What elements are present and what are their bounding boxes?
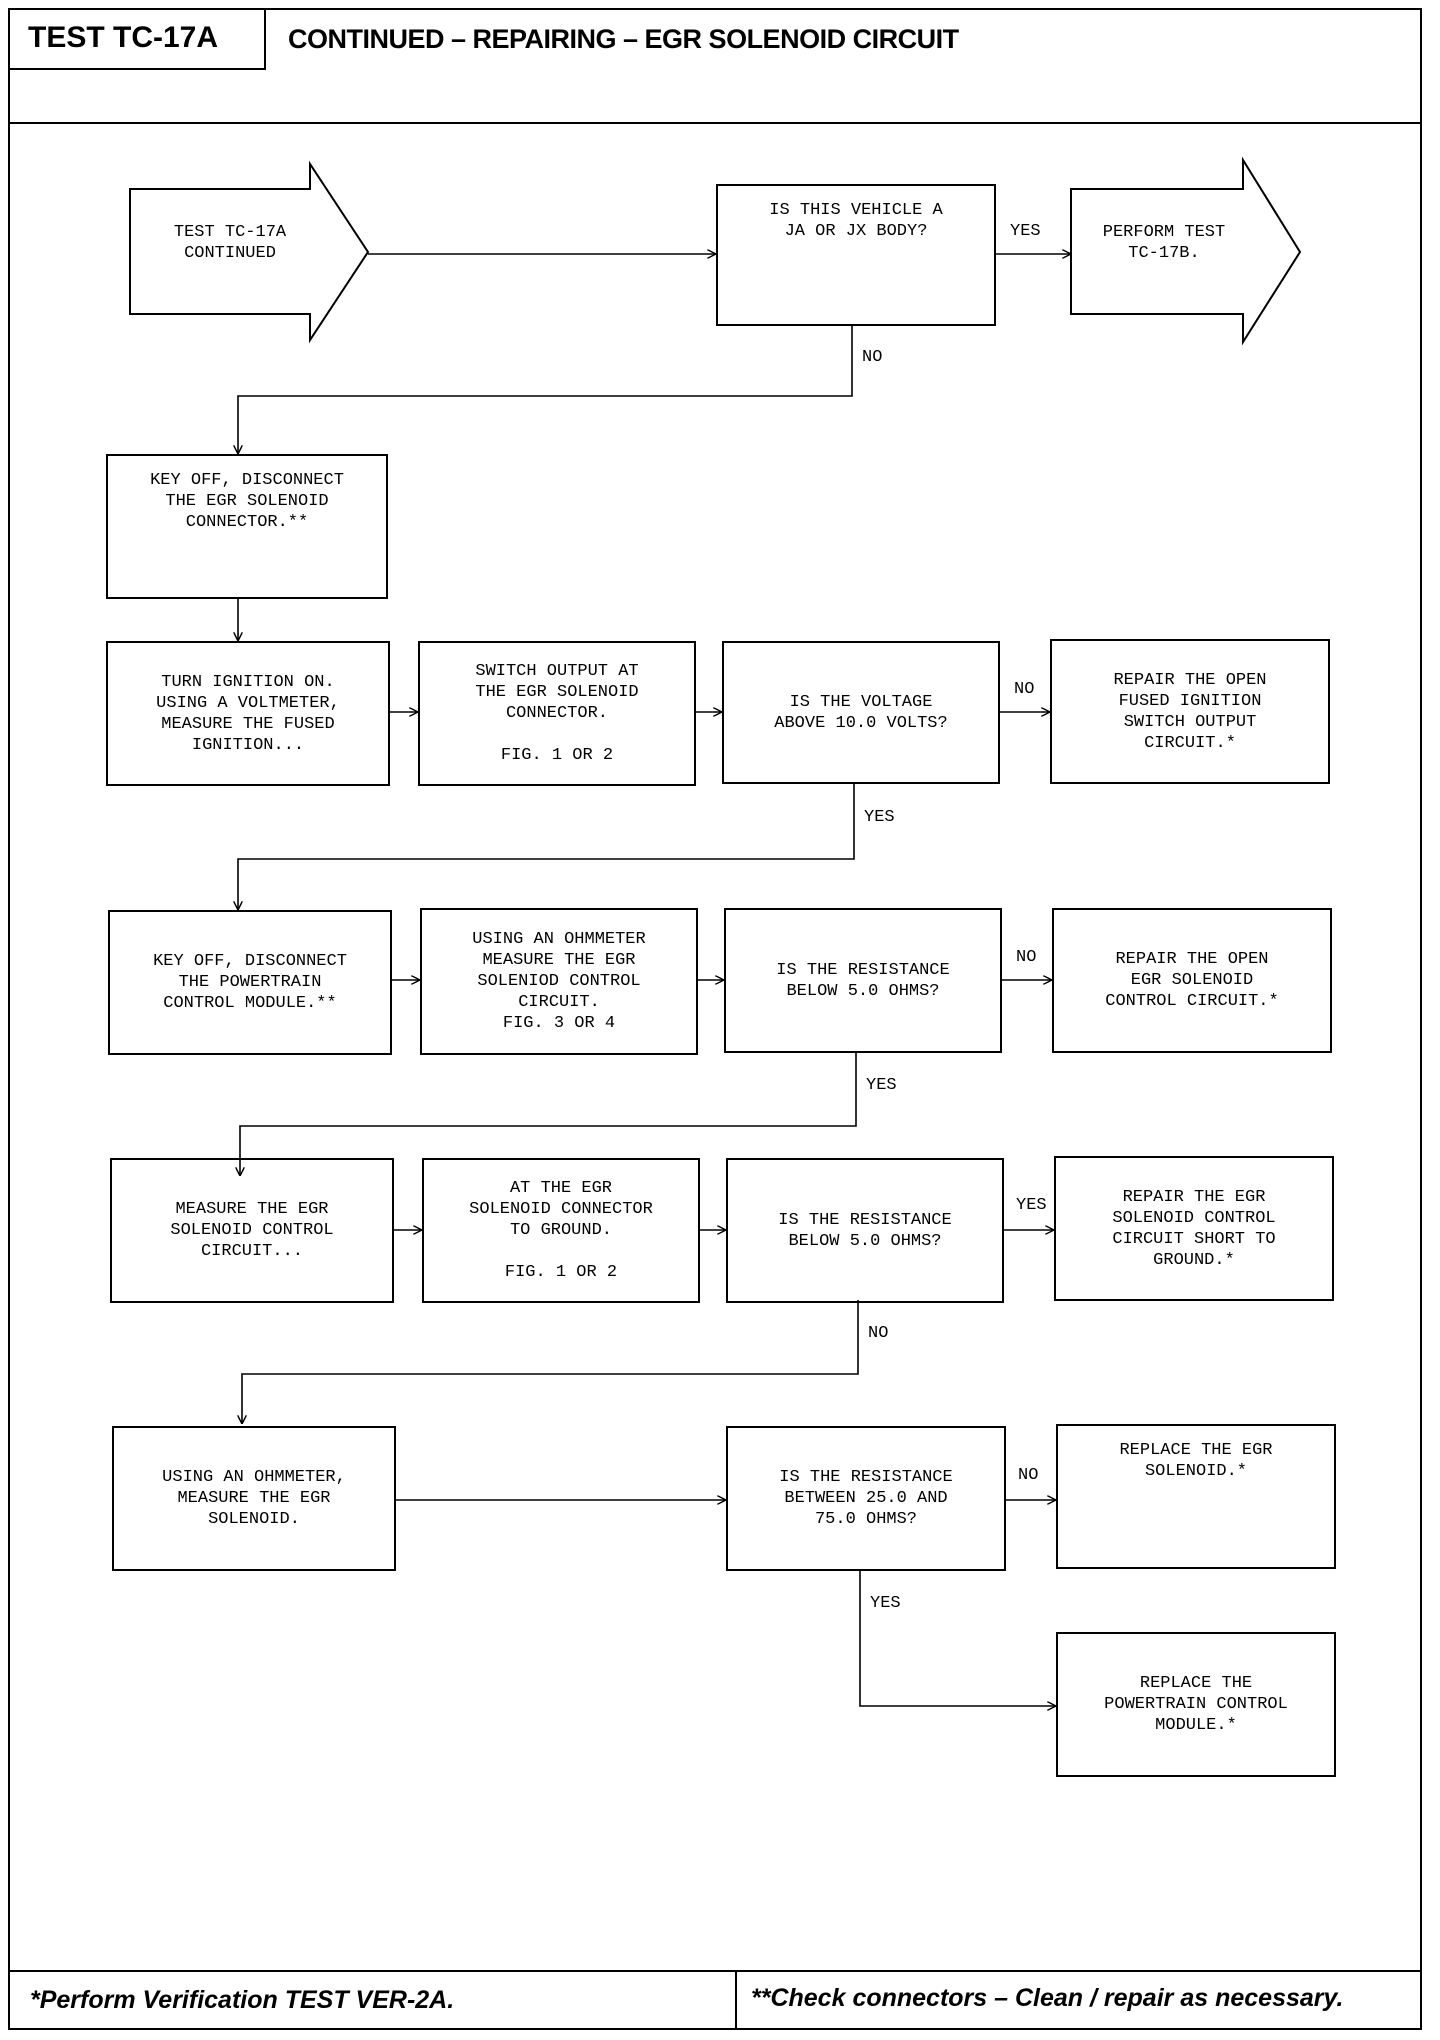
test-id: TEST TC-17A bbox=[10, 10, 266, 70]
header-divider bbox=[10, 122, 1420, 124]
repair-fused-ignition-circuit: REPAIR THE OPEN FUSED IGNITION SWITCH OU… bbox=[1050, 639, 1330, 784]
page-title: CONTINUED – REPAIRING – EGR SOLENOID CIR… bbox=[288, 24, 959, 54]
step-measure-control-circuit: MEASURE THE EGR SOLENOID CONTROL CIRCUIT… bbox=[110, 1158, 394, 1303]
label-no-res2: NO bbox=[868, 1324, 889, 1343]
step-disconnect-pcm: KEY OFF, DISCONNECT THE POWERTRAIN CONTR… bbox=[108, 910, 392, 1055]
step-switch-output: SWITCH OUTPUT AT THE EGR SOLENOID CONNEC… bbox=[418, 641, 696, 786]
label-no-res1: NO bbox=[1016, 948, 1037, 967]
footer-connector-note: **Check connectors – Clean / repair as n… bbox=[735, 1972, 1343, 2028]
repair-open-control-circuit: REPAIR THE OPEN EGR SOLENOID CONTROL CIR… bbox=[1052, 908, 1332, 1053]
decision-resistance-1: IS THE RESISTANCE BELOW 5.0 OHMS? bbox=[724, 908, 1002, 1053]
start-label: TEST TC-17A CONTINUED bbox=[173, 223, 287, 263]
step-ohmmeter-control-circuit: USING AN OHMMETER MEASURE THE EGR SOLENI… bbox=[420, 908, 698, 1055]
arrow-q-voltage-yes bbox=[238, 782, 855, 910]
start-block-arrow bbox=[129, 160, 370, 344]
label-yes-res1: YES bbox=[866, 1076, 897, 1095]
arrow-q-res2-no bbox=[242, 1300, 859, 1424]
arrow-q-body-no bbox=[238, 324, 853, 454]
label-yes-res2: YES bbox=[1016, 1196, 1047, 1215]
step-at-connector-to-ground: AT THE EGR SOLENOID CONNECTOR TO GROUND.… bbox=[422, 1158, 700, 1303]
footer-verification-note: *Perform Verification TEST VER-2A. bbox=[30, 1986, 455, 2014]
label-yes-range: YES bbox=[870, 1594, 901, 1613]
arrow-q-res1-yes bbox=[240, 1052, 857, 1176]
label-no-voltage: NO bbox=[1014, 680, 1035, 699]
decision-resistance-range: IS THE RESISTANCE BETWEEN 25.0 AND 75.0 … bbox=[726, 1426, 1006, 1571]
footer: *Perform Verification TEST VER-2A. **Che… bbox=[10, 1970, 1420, 2028]
decision-voltage: IS THE VOLTAGE ABOVE 10.0 VOLTS? bbox=[722, 641, 1000, 784]
page-frame: TEST TC-17A CONTINUED – REPAIRING – EGR … bbox=[8, 8, 1422, 2030]
perform-block-arrow bbox=[1070, 156, 1302, 346]
perform-test-17b: PERFORM TEST TC-17B. bbox=[1102, 223, 1226, 263]
arrow-q-range-yes bbox=[859, 1570, 1056, 1706]
decision-body-type: IS THIS VEHICLE A JA OR JX BODY? bbox=[716, 184, 996, 326]
flowchart: TEST TC-17A CONTINUED PERFORM TEST TC-17… bbox=[10, 124, 1420, 1972]
label-yes-voltage: YES bbox=[864, 808, 895, 827]
label-no-body: NO bbox=[862, 348, 883, 367]
step-disconnect-egr-connector: KEY OFF, DISCONNECT THE EGR SOLENOID CON… bbox=[106, 454, 388, 599]
label-no-range: NO bbox=[1018, 1466, 1039, 1485]
step-measure-solenoid: USING AN OHMMETER, MEASURE THE EGR SOLEN… bbox=[112, 1426, 396, 1571]
step-ignition-on: TURN IGNITION ON. USING A VOLTMETER, MEA… bbox=[106, 641, 390, 786]
repair-short-to-ground: REPAIR THE EGR SOLENOID CONTROL CIRCUIT … bbox=[1054, 1156, 1334, 1301]
decision-resistance-2: IS THE RESISTANCE BELOW 5.0 OHMS? bbox=[726, 1158, 1004, 1303]
label-yes-body: YES bbox=[1010, 222, 1041, 241]
replace-egr-solenoid: REPLACE THE EGR SOLENOID.* bbox=[1056, 1424, 1336, 1569]
replace-pcm: REPLACE THE POWERTRAIN CONTROL MODULE.* bbox=[1056, 1632, 1336, 1777]
flowchart-connectors bbox=[129, 156, 1302, 1972]
